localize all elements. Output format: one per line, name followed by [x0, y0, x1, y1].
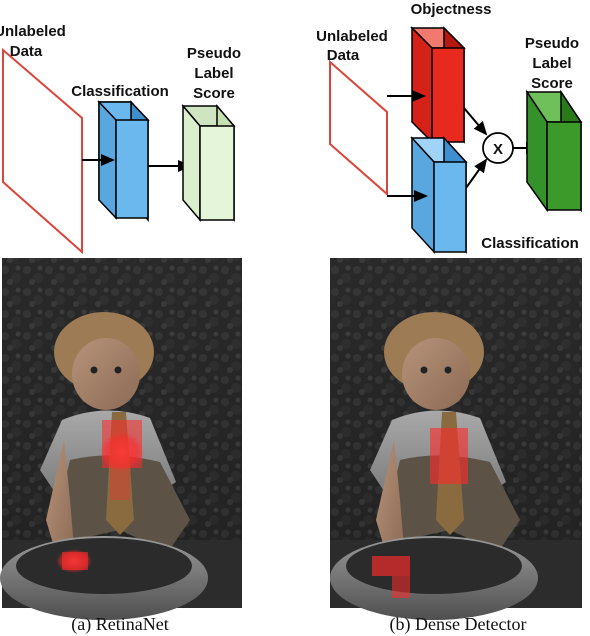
panel-a-heat-overlay	[56, 420, 144, 573]
panel-b-classification-label: Classification	[481, 235, 579, 252]
panel-b-pseudo-label-1: Pseudo	[525, 35, 579, 52]
panel-b-pseudo-label-2: Label	[532, 55, 571, 72]
panel-a-pseudo-label-block	[181, 103, 236, 223]
panel-b-input-label-1: Unlabeled	[316, 28, 388, 45]
panel-a-input-label-1: Unlabeled	[0, 23, 66, 40]
panel-b-input-label-2: Data	[327, 47, 360, 64]
panel-a-photo	[0, 258, 242, 620]
panel-b-caption: (b) Dense Detector	[390, 614, 527, 635]
panel-b-diagram: Objectness Unlabeled Data X Pseudo Label…	[316, 1, 583, 254]
panel-b-pseudo-label-block	[525, 89, 583, 213]
panel-a-classification-label: Classification	[71, 83, 169, 100]
panel-b-objectness-block	[410, 26, 466, 144]
panel-a-input-label-2: Data	[10, 43, 43, 60]
panel-b-arrow-objectness-to-multiply	[463, 107, 488, 136]
panel-b-heat-overlay	[372, 428, 468, 598]
panel-b-pseudo-label-3: Score	[531, 75, 573, 92]
panel-b-photo	[330, 258, 582, 620]
panel-a-diagram: Unlabeled Data Classification Pseudo Lab…	[0, 23, 241, 255]
panel-b-objectness-label: Objectness	[411, 1, 492, 18]
panel-a-classification-block	[97, 100, 150, 223]
panel-a-pseudo-label-2: Label	[194, 65, 233, 82]
panel-a-caption: (a) RetinaNet	[71, 614, 168, 635]
panel-b-multiply-symbol: X	[493, 141, 503, 158]
panel-b-arrow-classification-to-multiply	[465, 158, 488, 189]
panel-a-input-frame	[2, 47, 83, 255]
panel-a-pseudo-label-1: Pseudo	[187, 45, 241, 62]
panel-a-pseudo-label-3: Score	[193, 85, 235, 102]
panel-b-classification-block	[410, 136, 468, 254]
panel-b-input-frame	[329, 59, 388, 197]
